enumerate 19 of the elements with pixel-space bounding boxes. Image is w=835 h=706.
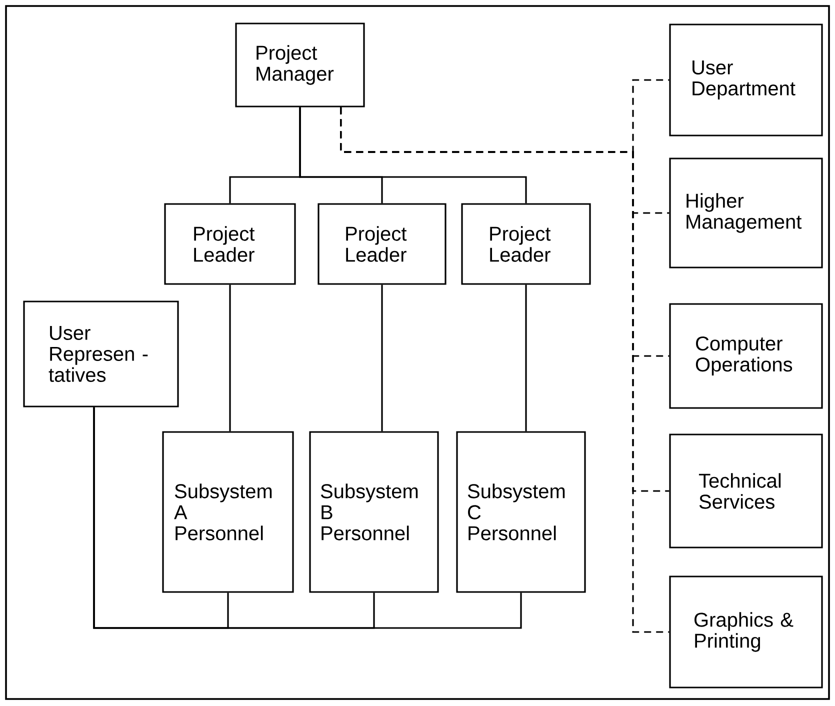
connector-line xyxy=(229,284,231,432)
connector-line xyxy=(93,407,522,629)
role-box: User Represen - tatives xyxy=(23,300,179,408)
role-box: Project Manager xyxy=(235,22,365,108)
role-box: Subsystem B Personnel xyxy=(309,431,439,593)
role-box: Subsystem C Personnel xyxy=(456,431,586,593)
role-box: Project Leader xyxy=(318,203,446,285)
connector-line xyxy=(299,107,527,204)
dashed-connector xyxy=(340,107,670,633)
role-box: Graphics & Printing xyxy=(669,576,823,688)
role-box: Subsystem A Personnel xyxy=(162,431,294,593)
role-box: User Department xyxy=(669,24,823,136)
connector-line xyxy=(525,284,527,432)
role-box: Project Leader xyxy=(461,203,591,285)
connector-line xyxy=(381,284,383,432)
role-box: Computer Operations xyxy=(669,303,823,409)
role-box: Project Leader xyxy=(164,203,296,285)
role-box: Higher Management xyxy=(669,158,823,268)
role-box: Technical Services xyxy=(669,434,823,548)
